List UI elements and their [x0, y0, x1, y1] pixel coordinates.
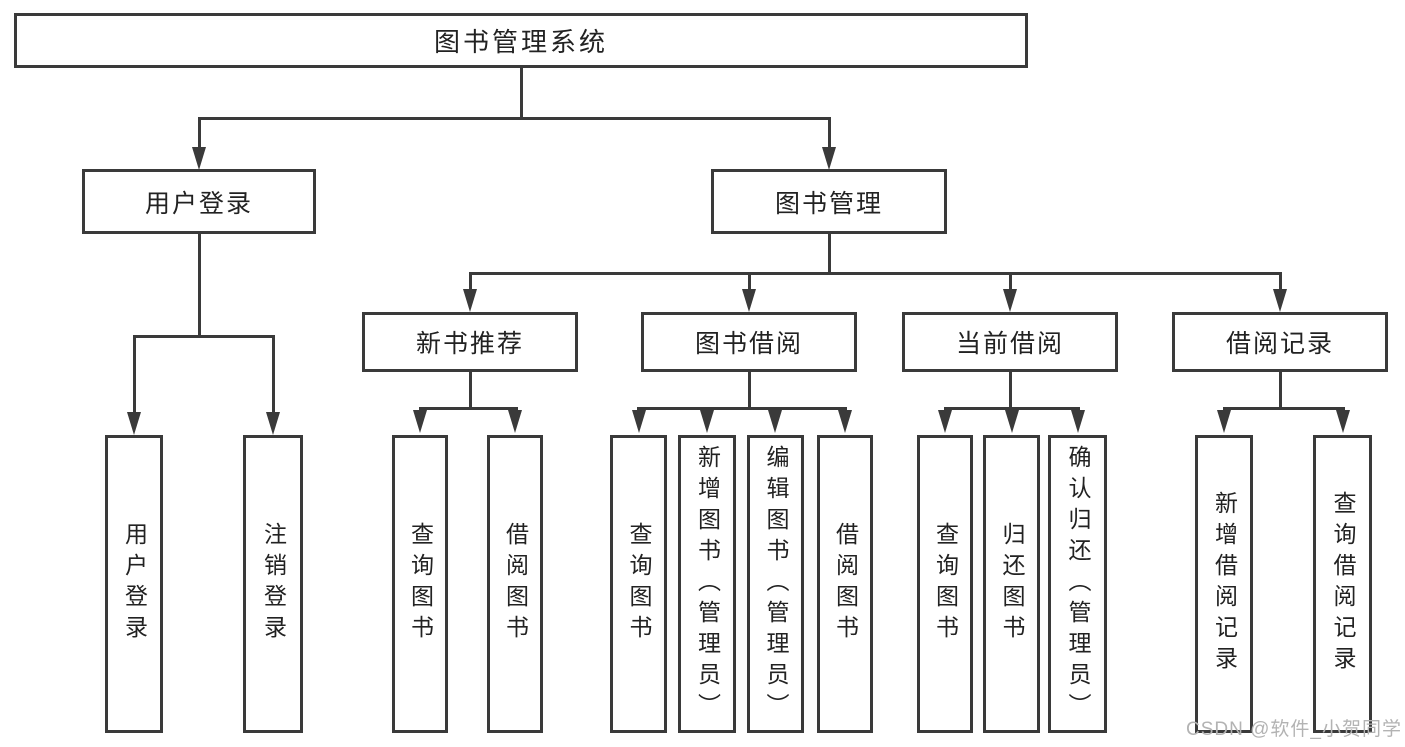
leaf-br-add-record-label: 新增借阅记录: [1211, 491, 1238, 677]
connector-drop: [1009, 272, 1012, 292]
connector-cb-stem: [1009, 372, 1012, 410]
leaf-br-query-record: 查询借阅记录: [1313, 435, 1372, 733]
node-library-management-system: 图书管理系统: [14, 13, 1028, 68]
connector-root-split: [198, 117, 831, 120]
node-book-borrow-label: 图书借阅: [694, 330, 803, 358]
watermark-text: CSDN @软件_小贺同学: [1186, 719, 1402, 740]
leaf-logout-label: 注销登录: [260, 522, 287, 646]
leaf-nb-query-books: 查询图书: [392, 435, 448, 733]
leaf-nb-query-books-label: 查询图书: [407, 522, 434, 646]
arrow-down-icon: [463, 289, 477, 312]
connector-br-split: [1223, 407, 1345, 410]
connector-br-stem: [1279, 372, 1282, 410]
arrow-down-icon: [508, 410, 522, 433]
leaf-cb-confirm-return-admin-label: 确认归还（管理员）: [1065, 444, 1091, 724]
arrow-down-icon: [266, 412, 280, 435]
connector-cb-split: [944, 407, 1080, 410]
connector-bb-stem: [748, 372, 751, 410]
node-new-book-recommend: 新书推荐: [362, 312, 578, 372]
leaf-br-query-record-label: 查询借阅记录: [1330, 491, 1356, 677]
node-user-login: 用户登录: [82, 169, 316, 234]
node-book-management-label: 图书管理: [774, 189, 883, 218]
node-user-login-label: 用户登录: [144, 189, 253, 218]
leaf-bb-add-books-admin-label: 新增图书（管理员）: [694, 444, 721, 724]
connector-drop: [133, 335, 136, 416]
connector-root-stem: [520, 68, 523, 120]
connector-drop: [1279, 272, 1282, 292]
leaf-bb-query-books: 查询图书: [610, 435, 667, 733]
connector-bookmgmt-split: [469, 272, 1282, 275]
connector-nb-split: [419, 407, 518, 410]
arrow-down-icon: [768, 410, 782, 433]
connector-nb-stem: [469, 372, 472, 410]
arrow-down-icon: [127, 412, 141, 435]
connector-drop: [198, 117, 201, 151]
leaf-nb-borrow-books-label: 借阅图书: [502, 522, 529, 646]
arrow-down-icon: [413, 410, 427, 433]
arrow-down-icon: [1336, 410, 1350, 433]
leaf-user-login: 用户登录: [105, 435, 163, 733]
leaf-br-add-record: 新增借阅记录: [1195, 435, 1253, 733]
leaf-bb-edit-books-admin-label: 编辑图书（管理员）: [763, 444, 789, 724]
arrow-down-icon: [838, 410, 852, 433]
arrow-down-icon: [192, 147, 206, 170]
node-book-management: 图书管理: [711, 169, 947, 234]
connector-drop: [272, 335, 275, 416]
arrow-down-icon: [1071, 410, 1085, 433]
node-borrow-records-label: 借阅记录: [1225, 330, 1334, 358]
leaf-nb-borrow-books: 借阅图书: [487, 435, 543, 733]
leaf-bb-borrow-books: 借阅图书: [817, 435, 873, 733]
leaf-bb-add-books-admin: 新增图书（管理员）: [678, 435, 736, 733]
leaf-bb-query-books-label: 查询图书: [626, 522, 652, 646]
connector-bookmgmt-stem: [828, 234, 831, 275]
connector-bb-split: [637, 407, 847, 410]
node-current-borrow-label: 当前借阅: [955, 330, 1064, 358]
leaf-cb-query-books-label: 查询图书: [932, 522, 959, 646]
leaf-cb-return-books: 归还图书: [983, 435, 1040, 733]
node-current-borrow: 当前借阅: [902, 312, 1118, 372]
node-new-book-recommend-label: 新书推荐: [415, 330, 524, 358]
arrow-down-icon: [938, 410, 952, 433]
arrow-down-icon: [1005, 410, 1019, 433]
leaf-cb-confirm-return-admin: 确认归还（管理员）: [1048, 435, 1107, 733]
node-borrow-records: 借阅记录: [1172, 312, 1388, 372]
connector-drop: [748, 272, 751, 292]
root-node-label: 图书管理系统: [433, 27, 608, 57]
leaf-bb-edit-books-admin: 编辑图书（管理员）: [747, 435, 804, 733]
arrow-down-icon: [742, 289, 756, 312]
leaf-user-login-label: 用户登录: [121, 522, 148, 646]
leaf-logout: 注销登录: [243, 435, 303, 733]
arrow-down-icon: [1217, 410, 1231, 433]
connector-drop: [469, 272, 472, 292]
arrow-down-icon: [1273, 289, 1287, 312]
node-book-borrow: 图书借阅: [641, 312, 857, 372]
arrow-down-icon: [822, 147, 836, 170]
leaf-bb-borrow-books-label: 借阅图书: [832, 522, 859, 646]
arrow-down-icon: [700, 410, 714, 433]
arrow-down-icon: [1003, 289, 1017, 312]
leaf-cb-query-books: 查询图书: [917, 435, 973, 733]
connector-userlogin-split: [133, 335, 275, 338]
leaf-cb-return-books-label: 归还图书: [999, 522, 1025, 646]
connector-drop: [828, 117, 831, 151]
connector-userlogin-stem: [198, 234, 201, 338]
arrow-down-icon: [632, 410, 646, 433]
